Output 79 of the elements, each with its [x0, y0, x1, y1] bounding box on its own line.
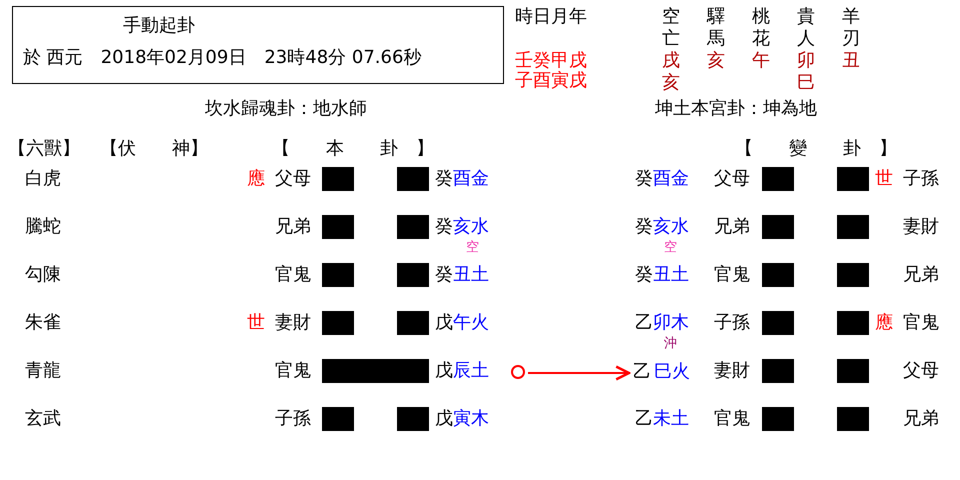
relation-name: 父母 — [275, 168, 311, 190]
relation-name: 妻財 — [714, 360, 750, 382]
branch-element: 午火 — [453, 312, 489, 334]
branch-element: 亥水 — [453, 216, 489, 238]
status-note: 空 — [466, 240, 479, 255]
shensha-value: 午 — [752, 50, 770, 72]
branch-element: 辰土 — [453, 360, 489, 382]
status-note: 空 — [664, 240, 677, 255]
relation-name: 子孫 — [275, 408, 311, 430]
date-text: 於 西元 2018年02月09日 23時48分 07.66秒 — [23, 47, 422, 69]
relation-name: 父母 — [903, 360, 939, 382]
beast-name: 玄武 — [25, 408, 61, 430]
relation-name: 妻財 — [275, 312, 311, 334]
shensha-value: 卯巳 — [797, 50, 815, 94]
branch-element: 巳火 — [654, 361, 690, 383]
relation-name: 子孫 — [903, 168, 939, 190]
position-mark: 世 — [875, 168, 893, 190]
stem-char: 戊 — [435, 360, 453, 382]
shensha-value: 亥 — [707, 50, 725, 72]
pillar-heading: 時日月年 — [515, 6, 587, 28]
stem-char: 癸 — [435, 216, 453, 238]
beast-name: 勾陳 — [25, 264, 61, 286]
column-header: 【 本 卦 】 — [272, 138, 434, 160]
shensha-value: 丑 — [842, 50, 860, 72]
shensha-heading: 空亡 — [662, 6, 680, 50]
beast-name: 騰蛇 — [25, 216, 61, 238]
pillar-text: 子酉寅戌 — [515, 70, 587, 92]
shensha-heading: 羊刃 — [842, 6, 860, 50]
branch-element: 未土 — [653, 408, 689, 430]
beast-name: 青龍 — [25, 360, 61, 382]
hexagram-title: 坎水歸魂卦：地水師 — [205, 98, 367, 120]
relation-name: 官鬼 — [903, 312, 939, 334]
branch-element: 寅木 — [453, 408, 489, 430]
relation-name: 兄弟 — [275, 216, 311, 238]
relation-name: 官鬼 — [714, 264, 750, 286]
relation-name: 父母 — [714, 168, 750, 190]
relation-name: 兄弟 — [714, 216, 750, 238]
pillar-text: 壬癸甲戌 — [515, 50, 587, 71]
header-title: 手動起卦 — [123, 15, 195, 37]
stem-char: 乙 — [635, 408, 653, 430]
branch-element: 丑土 — [653, 264, 689, 286]
shensha-heading: 驛馬 — [707, 6, 725, 50]
column-header: 【 變 卦 】 — [735, 138, 897, 160]
branch-element: 酉金 — [453, 168, 489, 190]
relation-name: 兄弟 — [903, 408, 939, 430]
moving-line-mark — [511, 365, 525, 379]
relation-name: 子孫 — [714, 312, 750, 334]
branch-element: 丑土 — [453, 264, 489, 286]
stem-char: 癸 — [635, 216, 653, 238]
position-mark: 應 — [875, 312, 893, 334]
branch-element: 亥水 — [653, 216, 689, 238]
position-mark: 世 — [247, 312, 265, 334]
relation-name: 官鬼 — [714, 408, 750, 430]
position-mark: 應 — [247, 168, 265, 190]
status-note: 沖 — [664, 336, 677, 351]
relation-name: 官鬼 — [275, 264, 311, 286]
column-header: 【伏 神】 — [100, 138, 208, 160]
stem-char: 戊 — [435, 312, 453, 334]
hexagram-title: 坤土本宮卦：坤為地 — [655, 98, 817, 120]
beast-name: 白虎 — [25, 168, 61, 190]
shensha-heading: 桃花 — [752, 6, 770, 50]
arrow — [528, 365, 630, 381]
relation-name: 妻財 — [903, 216, 939, 238]
shensha-heading: 貴人 — [797, 6, 815, 50]
shensha-value: 戌亥 — [662, 50, 680, 94]
column-header: 【六獸】 — [8, 138, 80, 160]
branch-element: 酉金 — [653, 168, 689, 190]
relation-name: 兄弟 — [903, 264, 939, 286]
stem-char: 癸 — [435, 168, 453, 190]
stem-char: 乙 — [635, 312, 653, 334]
stem-char: 癸 — [435, 264, 453, 286]
stem-char: 癸 — [635, 168, 653, 190]
stem-char: 癸 — [635, 264, 653, 286]
relation-name: 官鬼 — [275, 360, 311, 382]
stem-char: 乙 — [633, 361, 651, 383]
beast-name: 朱雀 — [25, 312, 61, 334]
branch-element: 卯木 — [653, 312, 689, 334]
stem-char: 戊 — [435, 408, 453, 430]
header-box — [12, 6, 504, 84]
